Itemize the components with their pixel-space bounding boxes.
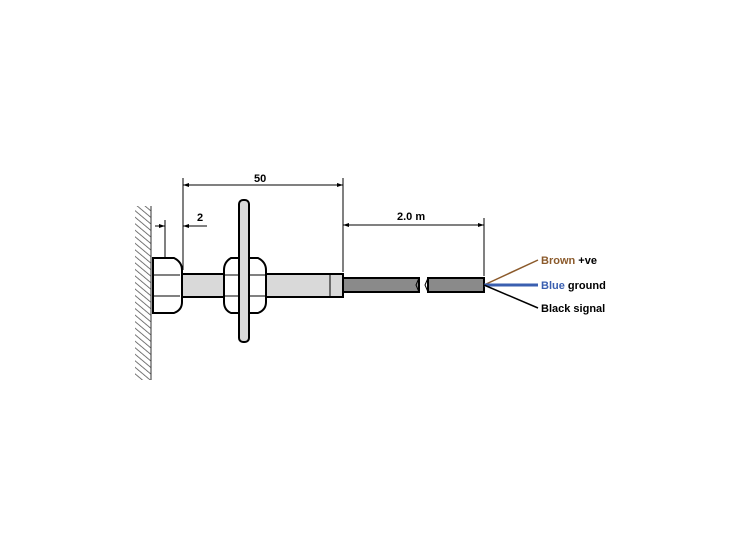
dimension-gap: 2 [155,212,207,258]
wire-color-name: Brown [541,255,576,267]
wire-function: signal [573,303,605,315]
dimension-cable: 2.0 m [343,211,485,276]
bracket-nut-right [248,257,267,314]
gap-label: 2 [197,212,203,224]
wire-label-blue: Blue ground [541,280,606,292]
mounting-bracket [238,199,250,343]
wire-black [483,284,539,309]
wire-color-name: Blue [541,280,565,292]
overall-length-label: 50 [254,173,266,185]
wire-function: +ve [578,255,597,267]
wire-label-black: Black signal [541,303,605,315]
wire-color-name: Black [541,303,571,315]
front-nut [152,257,183,314]
cable-length-label: 2.0 m [397,211,425,223]
cable [342,277,485,293]
wire-label-brown: Brown +ve [541,255,597,267]
bracket-nut-left [223,257,240,314]
mounting-wall [135,206,152,380]
wire-brown [483,259,539,286]
dimension-overall: 50 [182,173,344,272]
wire-function: ground [568,280,606,292]
